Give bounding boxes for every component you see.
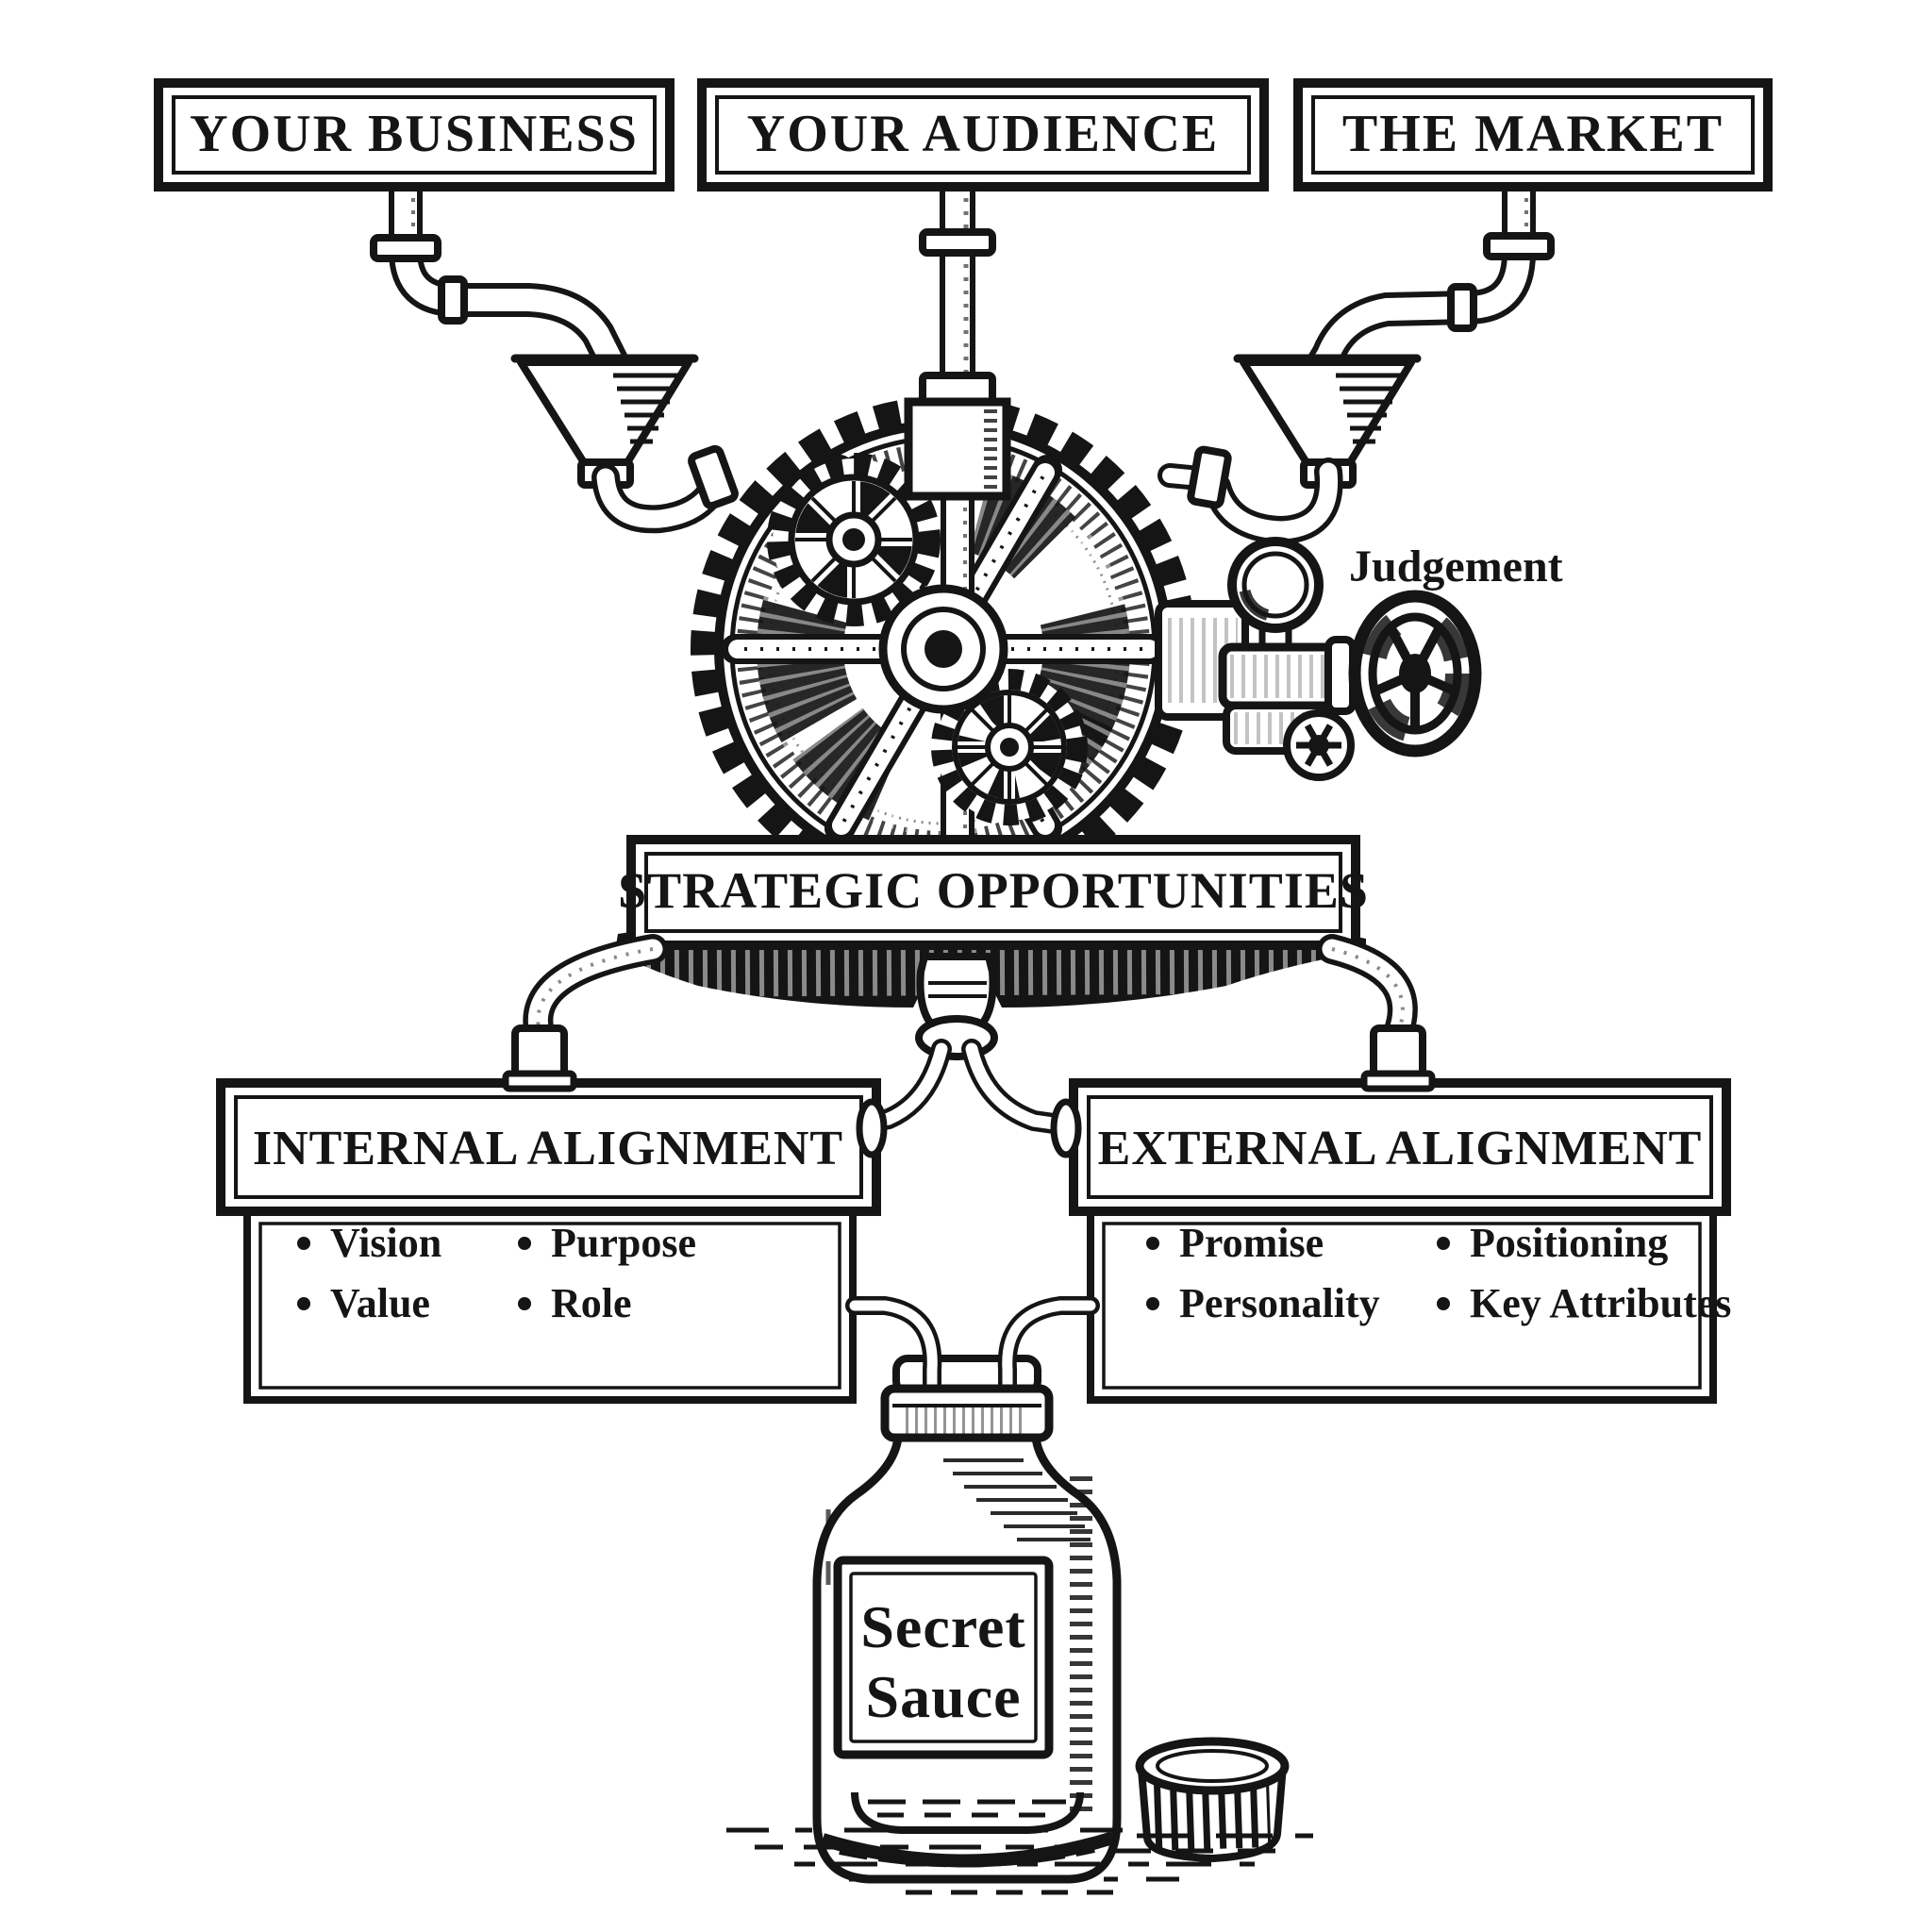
bullet-dot [1437,1237,1450,1250]
bottle-collar [880,1384,1054,1442]
internal-item-vision: Vision [330,1220,441,1266]
bullet-dot [1437,1297,1450,1310]
pipe-coupling [438,275,468,325]
bullet-dot [518,1297,531,1310]
external-item-promise: Promise [1179,1220,1324,1266]
judgement-valve-assembly [1155,537,1482,781]
pipe-coupling [1447,283,1477,332]
internal-item-role: Role [551,1280,632,1326]
external-item-personality: Personality [1179,1280,1380,1326]
bottle-label-plate [833,1556,1054,1759]
pipe-coupling [688,444,739,510]
gear-machine [689,372,1198,958]
input-box-the-market: THE MARKET [1293,78,1773,192]
secret-sauce-bottle: Secret Sauce [812,1384,1122,1884]
bullet-dot [297,1237,310,1250]
feed-pipes [370,169,1555,408]
bullet-dot [1146,1237,1159,1250]
external-alignment-box: EXTERNAL ALIGNMENT Promise Personality P… [1069,1078,1731,1404]
judgement-label: Judgement [1349,541,1563,591]
ground-shadow [726,1827,1313,1895]
bullet-dot [297,1297,310,1310]
main-gear-hub [878,584,1008,714]
external-alignment-title: EXTERNAL ALIGNMENT [1098,1122,1703,1175]
bottle-label-line2: Sauce [866,1663,1022,1730]
funnel-outlet-pipes [591,444,1343,545]
internal-alignment-title: INTERNAL ALIGNMENT [253,1122,843,1175]
distribution-arms [523,934,1418,1048]
the-market-label: THE MARKET [1342,105,1724,163]
bottle-feed-tubes [845,1296,1100,1434]
bottle-cap [1135,1737,1290,1862]
bullet-dot [1146,1297,1159,1310]
small-gear-upper-left [767,453,941,626]
your-business-label: YOUR BUSINESS [190,105,639,163]
header-couplings [502,1024,1436,1158]
small-gear-lower-right [931,669,1088,825]
internal-alignment-box: INTERNAL ALIGNMENT Vision Value Purpose … [216,1078,881,1404]
input-box-your-business: YOUR BUSINESS [154,78,675,192]
central-collar [861,953,1071,1135]
pipe-coupling [1187,445,1232,509]
your-audience-label: YOUR AUDIENCE [747,105,1220,163]
internal-item-purpose: Purpose [551,1220,696,1266]
external-item-key-attributes: Key Attributes [1470,1280,1731,1326]
pipe-flange [919,228,996,257]
strategic-opportunities-box: STRATEGIC OPPORTUNITIES [618,835,1369,950]
input-box-your-audience: YOUR AUDIENCE [697,78,1269,192]
internal-item-value: Value [330,1280,430,1326]
external-item-positioning: Positioning [1470,1220,1668,1266]
bullet-dot [518,1237,531,1250]
bottle-label-line1: Secret [860,1593,1025,1660]
pipe-flange [370,234,441,262]
intake-block [904,397,1011,501]
valve-handwheel [1348,590,1482,758]
pipe-flange [1483,232,1555,260]
right-funnel [1233,354,1422,489]
strategic-opportunities-label: STRATEGIC OPPORTUNITIES [618,862,1369,919]
